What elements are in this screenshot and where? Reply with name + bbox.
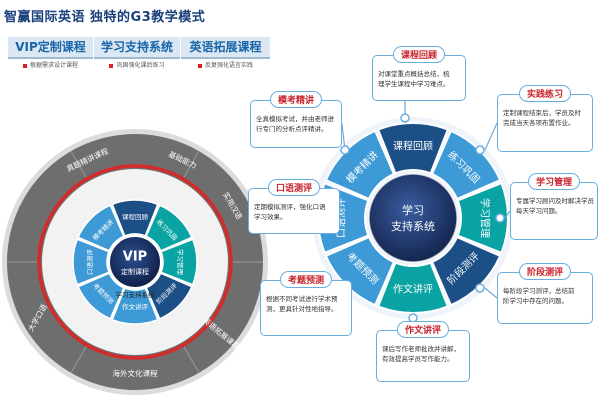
left-inner-segment-8 <box>77 204 125 252</box>
callout-title-8: 模考精讲 <box>269 91 323 108</box>
callout-text-line: 有效提高学员写作能力。 <box>382 355 454 363</box>
callout-text-line: 专属学习顾问及时解决学员 <box>516 197 594 205</box>
banner-subtitle-2: 巩固强化课后练习 <box>94 60 180 69</box>
callout-connector-3 <box>504 210 511 219</box>
callout-text-6: 根据不同考试进行学术预测，更具针对性地指导。 <box>266 294 348 314</box>
outer-divider-6 <box>70 150 88 180</box>
right-segment-1 <box>376 122 450 175</box>
callout-box-6 <box>260 280 352 336</box>
outer-ring-label-5: 海外文化课程 <box>113 368 158 378</box>
vip-center-subtitle: 定制课程 <box>121 267 149 276</box>
callout-text-line: 每天学习问题。 <box>516 207 562 215</box>
callout-text-line: 理学生课程中学习难点。 <box>378 80 450 88</box>
callout-title-2: 实践练习 <box>518 85 572 102</box>
support-label: 学习支持系统 <box>116 290 156 299</box>
callout-title-1: 课程回顾 <box>392 46 446 63</box>
callout-text-line: 定制课程结束后，学员及时 <box>503 109 581 117</box>
banner-title-3: 英语拓展课程 <box>181 37 270 59</box>
banner-title-2: 学习支持系统 <box>94 37 180 59</box>
right-segment-5 <box>376 261 450 314</box>
support-center-line2: 支持系统 <box>391 219 435 233</box>
callout-text-1: 对课堂重点概括总结，梳理学生课程中学习难点。 <box>378 69 462 89</box>
right-segment-4 <box>430 235 502 307</box>
banner-subtitle-1: 根据需求设计课程 <box>8 60 93 69</box>
banner-title-1: VIP定制课程 <box>8 37 93 59</box>
right-segment-6 <box>324 235 396 307</box>
callout-text-line: 根据不同考试进行学术预 <box>266 295 338 303</box>
callout-anchor-dot-1 <box>400 113 410 123</box>
right-segment-label-5: 作文讲评 <box>393 283 433 296</box>
left-inner-label-5: 作文讲评 <box>122 302 149 311</box>
callout-text-line: 对课堂重点概括总结，梳 <box>378 70 450 78</box>
outer-divider-3 <box>182 344 200 374</box>
left-inner-segment-4 <box>145 272 193 320</box>
callout-box-3 <box>510 182 598 240</box>
callout-connector-4 <box>484 287 498 299</box>
callout-text-line: 阶学习中存在的问题。 <box>503 297 568 305</box>
callout-title-4: 阶段测评 <box>518 263 572 280</box>
callout-connector-2 <box>484 122 498 151</box>
callout-anchor-dot-2 <box>475 145 485 155</box>
callout-text-5: 课后写作老师批改并讲解， 有效提高学员写作能力。 <box>382 344 466 364</box>
callout-text-8: 全真模拟考试，并由老师进行专门的分析点评精讲。 <box>256 114 338 134</box>
vip-center-title: VIP <box>123 250 147 265</box>
callout-text-line: 课后写作老师批改并讲解， <box>382 345 460 353</box>
left-red-ring <box>37 164 233 360</box>
right-segment-2 <box>430 129 502 201</box>
vip-center <box>108 235 162 289</box>
callout-anchor-dot-8 <box>340 145 350 155</box>
callout-text-line: 学习效果。 <box>254 213 287 221</box>
left-inner-segment-1 <box>111 199 159 237</box>
outer-divider-1 <box>182 150 200 180</box>
right-segment-label-1: 课程回顾 <box>393 141 433 153</box>
callout-title-7: 口语测评 <box>267 179 321 196</box>
callout-text-line: 测，更具针对性地指导。 <box>266 305 338 313</box>
outer-divider-4 <box>70 344 88 374</box>
left-inner-segment-3 <box>160 238 198 286</box>
callout-text-2: 定制课程结束后，学员及时完成当天各项布置作业。 <box>503 108 589 128</box>
callout-text-line: 定期模拟测评，强化口语 <box>254 203 326 211</box>
callout-text-3: 专属学习顾问及时解决学员每天学习问题。 <box>516 196 594 216</box>
left-inner-segment-6 <box>77 272 125 320</box>
callout-anchor-dot-3 <box>495 213 505 223</box>
left-diagram: 真题精讲课程基础能力实用汉语英语拓展课程海外文化课程大学口语课程回顾练习巩固学习… <box>2 129 268 395</box>
callout-text-line: 完成当天各项布置作业。 <box>503 119 575 127</box>
left-inner-label-1: 课程回顾 <box>122 212 149 221</box>
callout-text-line: 每阶段学习测评，总结前 <box>503 287 575 295</box>
callout-title-5: 作文讲评 <box>396 321 450 338</box>
left-inner-segment-5 <box>111 287 159 325</box>
right-segment-8 <box>324 129 396 201</box>
page-title: 智赢国际英语 独特的G3教学模式 <box>4 10 206 25</box>
callout-text-7: 定期模拟测评，强化口语学习效果。 <box>254 202 336 222</box>
callout-title-3: 学习管理 <box>527 173 581 190</box>
callout-box-2 <box>497 94 593 152</box>
callout-text-line: 全真模拟考试，并由老师进 <box>256 115 334 123</box>
right-segment-label-3: 学习管理 <box>479 198 492 238</box>
left-inner-segment-2 <box>145 204 193 252</box>
callout-anchor-dot-4 <box>475 283 485 293</box>
callout-text-4: 每阶段学习测评，总结前阶学习中存在的问题。 <box>503 286 589 306</box>
callout-box-8 <box>250 100 342 148</box>
left-inner-label-3: 学习管理 <box>176 249 185 276</box>
left-inner-segment-7 <box>72 238 110 286</box>
support-center-rim <box>368 173 458 263</box>
left-inner-label-7: 口语测评 <box>85 249 94 276</box>
support-center-line1: 学习 <box>402 203 424 217</box>
right-segment-3 <box>456 181 509 255</box>
support-center <box>369 174 457 262</box>
callout-title-6: 考题预测 <box>279 271 333 288</box>
callout-text-line: 行专门的分析点评精讲。 <box>256 125 328 133</box>
banner-subtitle-3: 反复强化语言实践 <box>181 60 270 69</box>
